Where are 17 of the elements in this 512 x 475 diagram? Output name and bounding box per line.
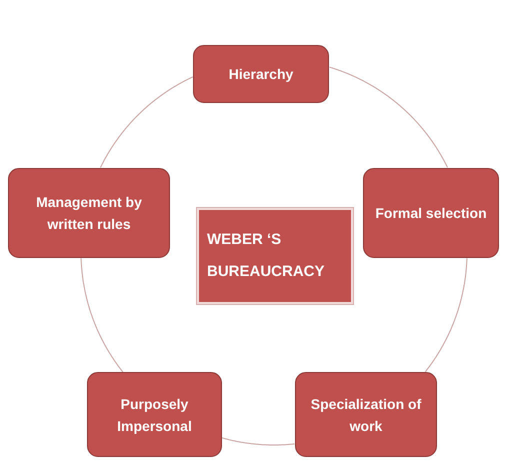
connector-arc <box>328 66 448 168</box>
concept-box <box>363 168 499 258</box>
box-label: Purposely Impersonal <box>116 394 193 436</box>
box-label: Specialization of work <box>310 394 422 436</box>
box-label: Hierarchy <box>228 65 294 84</box>
box-label: Management by written rules <box>35 193 143 234</box>
connector-arc <box>100 76 194 168</box>
concept-box <box>193 45 329 103</box>
title-box <box>197 208 353 304</box>
concept-box <box>295 372 437 457</box>
connector-arc <box>80 258 124 372</box>
connector-arc <box>424 258 468 372</box>
concept-box <box>87 372 222 457</box>
box-label: WEBER ‘S BUREAUCRACY <box>207 230 326 282</box>
connector-arc <box>222 437 296 446</box>
box-label: Formal selection <box>375 204 487 223</box>
concept-box <box>8 168 170 258</box>
